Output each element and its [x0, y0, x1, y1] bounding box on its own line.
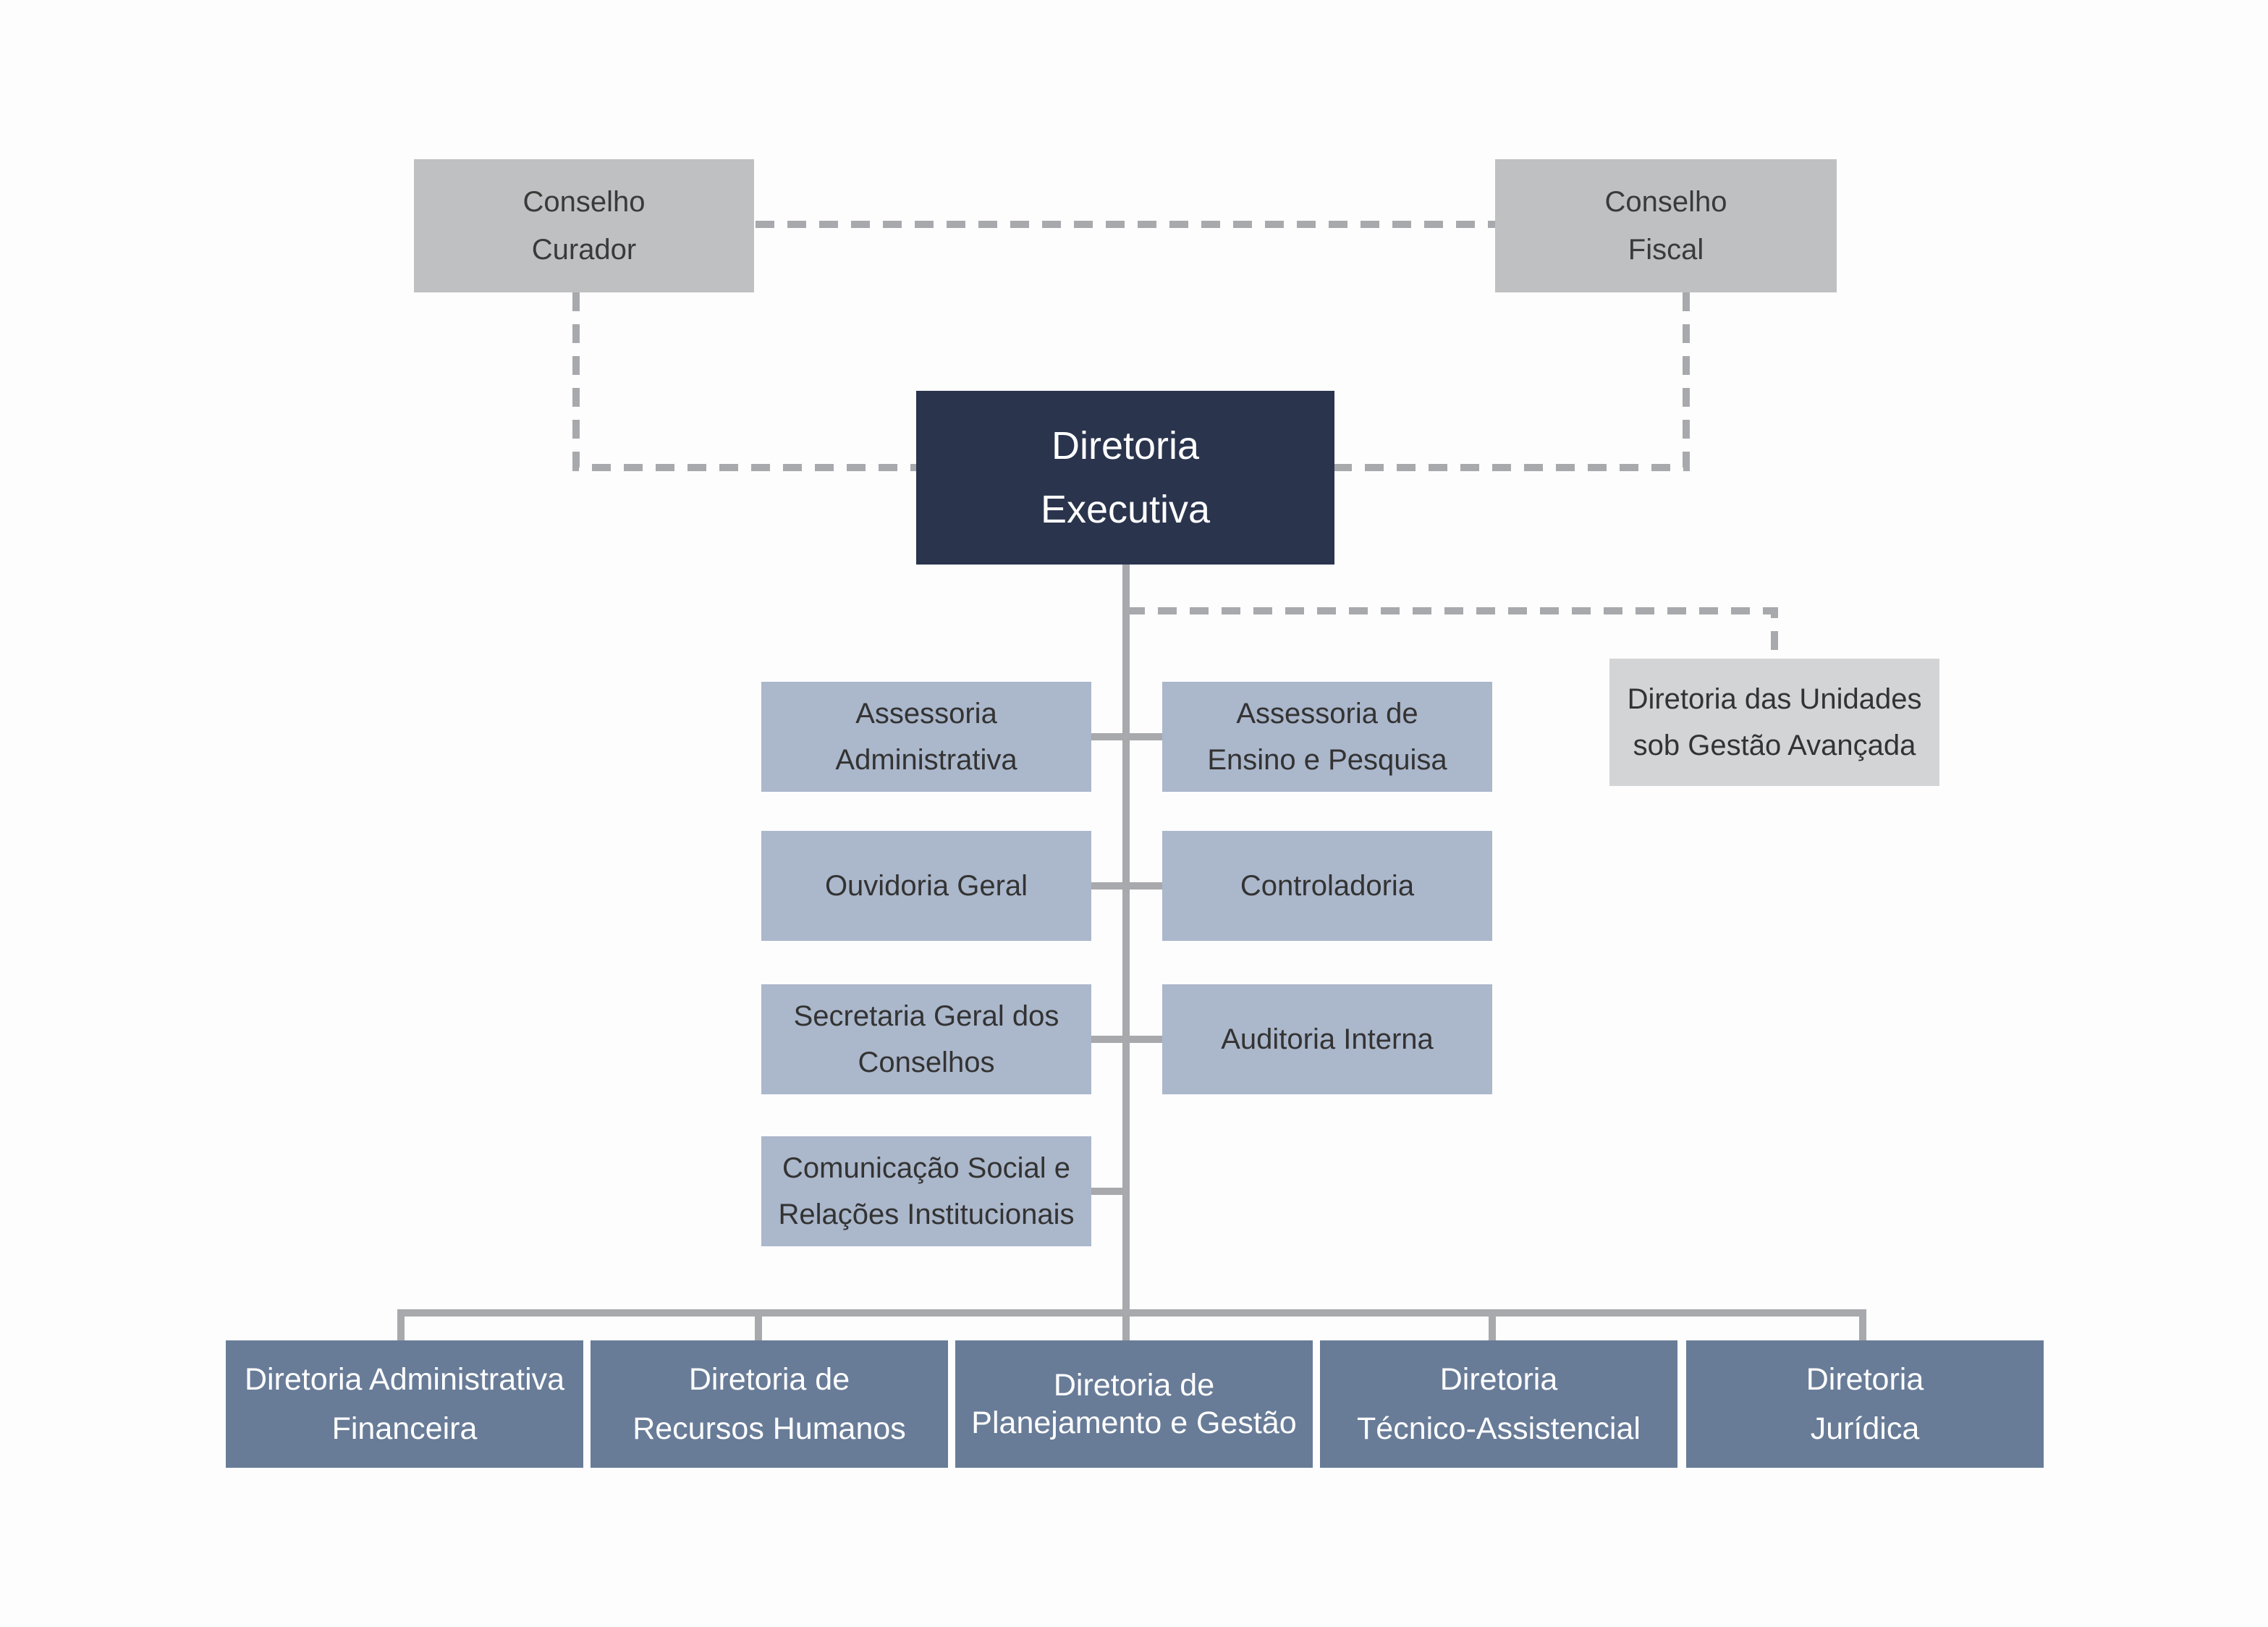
secretaria-geral-line-2: Conselhos — [858, 1047, 995, 1078]
diretoria-administrativa-financeira-box: Diretoria Administrativa Financeira — [226, 1340, 583, 1468]
assessoria-ensino-line-2: Ensino e Pesquisa — [1207, 744, 1447, 776]
dashed-link-curador-executive — [572, 292, 916, 471]
dashed-link-executive-unidades — [1126, 607, 1778, 659]
conselho-curador-line-1: Conselho — [522, 186, 646, 218]
diretoria-planejamento-gestao-box: Diretoria de Planejamento e Gestão — [955, 1340, 1313, 1468]
comunicacao-social-line-1: Comunicação Social e — [782, 1152, 1070, 1184]
dir-adm-fin-line-1: Diretoria Administrativa — [244, 1362, 565, 1397]
assessoria-ensino-line-1: Assessoria de — [1236, 698, 1418, 730]
conselho-fiscal-line-1: Conselho — [1604, 186, 1727, 218]
conselho-curador-box: Conselho Curador — [414, 159, 754, 292]
dir-jur-line-2: Jurídica — [1810, 1411, 1920, 1446]
dir-jur-line-1: Diretoria — [1806, 1362, 1924, 1397]
dir-adm-fin-line-2: Financeira — [331, 1411, 478, 1446]
assessoria-ensino-pesquisa-box: Assessoria de Ensino e Pesquisa — [1162, 682, 1492, 792]
auditoria-interna-box: Auditoria Interna — [1162, 984, 1492, 1094]
dir-rh-line-1: Diretoria de — [688, 1362, 850, 1397]
diretoria-unidades-line-2: sob Gestão Avançada — [1633, 730, 1916, 761]
comunicacao-social-line-2: Relações Institucionais — [778, 1199, 1075, 1230]
diretoria-executiva-box: Diretoria Executiva — [916, 391, 1334, 565]
ouvidoria-geral-label: Ouvidoria Geral — [824, 870, 1028, 902]
conselho-curador-line-2: Curador — [531, 234, 637, 266]
diretoria-executiva-line-2: Executiva — [1040, 488, 1211, 531]
secretaria-geral-line-1: Secretaria Geral dos — [793, 1000, 1059, 1032]
assessoria-administrativa-box: Assessoria Administrativa — [761, 682, 1091, 792]
conselho-fiscal-box: Conselho Fiscal — [1495, 159, 1837, 292]
diretoria-unidades-line-1: Diretoria das Unidades — [1627, 683, 1922, 715]
diretoria-unidades-box: Diretoria das Unidades sob Gestão Avança… — [1609, 659, 1939, 786]
assessoria-administrativa-line-1: Assessoria — [855, 698, 997, 730]
dir-plan-line-1: Diretoria de — [1053, 1368, 1215, 1403]
auditoria-interna-label: Auditoria Interna — [1221, 1023, 1434, 1055]
diretoria-executiva-line-1: Diretoria — [1051, 424, 1200, 468]
secretaria-geral-box: Secretaria Geral dos Conselhos — [761, 984, 1091, 1094]
diretoria-recursos-humanos-box: Diretoria de Recursos Humanos — [591, 1340, 948, 1468]
dir-plan-line-2: Planejamento e Gestão — [971, 1406, 1297, 1440]
comunicacao-social-box: Comunicação Social e Relações Institucio… — [761, 1136, 1091, 1246]
dashed-link-fiscal-executive — [1334, 292, 1690, 471]
ouvidoria-geral-box: Ouvidoria Geral — [761, 831, 1091, 941]
dir-tec-line-1: Diretoria — [1439, 1362, 1558, 1397]
controladoria-box: Controladoria — [1162, 831, 1492, 941]
conselho-fiscal-line-2: Fiscal — [1628, 234, 1704, 266]
assessoria-administrativa-line-2: Administrativa — [835, 744, 1017, 776]
controladoria-label: Controladoria — [1240, 870, 1415, 902]
diretoria-juridica-box: Diretoria Jurídica — [1686, 1340, 2044, 1468]
diretoria-tecnico-assistencial-box: Diretoria Técnico-Assistencial — [1320, 1340, 1677, 1468]
dir-tec-line-2: Técnico-Assistencial — [1357, 1411, 1641, 1446]
dir-rh-line-2: Recursos Humanos — [632, 1411, 906, 1446]
